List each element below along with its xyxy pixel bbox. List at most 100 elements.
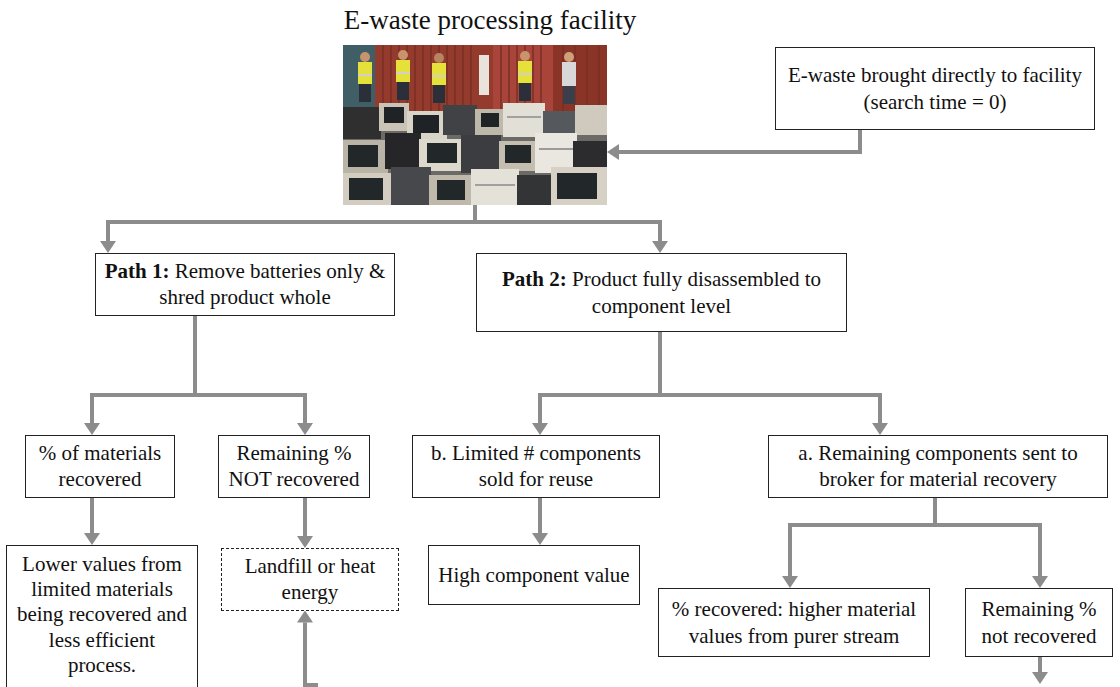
connector-stub [305, 623, 318, 686]
box-text: % recovered: higher material values from… [672, 597, 916, 647]
photo-detail [564, 52, 574, 62]
flow-arrow [303, 498, 307, 537]
photo-detail [343, 140, 388, 175]
process-box: Path 2:Product fully disassembled to com… [476, 253, 847, 332]
text-wrap: E-waste brought directly to facility (se… [782, 62, 1088, 115]
photo-detail [539, 148, 573, 150]
box-text: Landfill or heat energy [245, 554, 376, 604]
box-text: Remaining % not recovered [982, 597, 1097, 647]
process-box: High component value [428, 545, 640, 605]
photo-detail [479, 55, 489, 95]
box-text: % of materials recovered [39, 441, 161, 491]
photo-detail [433, 85, 445, 103]
process-box: % of materials recovered [25, 435, 175, 498]
photo-detail [551, 167, 607, 205]
photo-detail [384, 107, 404, 123]
photo-detail [503, 103, 545, 137]
photo-detail [343, 45, 607, 205]
box-text: High component value [438, 563, 629, 587]
text-wrap: Path 1:Remove batteries only & shred pro… [102, 258, 388, 311]
photo-detail [481, 113, 499, 127]
photo-detail [427, 143, 457, 163]
text-wrap: Remaining % NOT recovered [225, 440, 363, 493]
photo-detail [562, 62, 576, 86]
box-text: Remaining % NOT recovered [229, 441, 360, 491]
photo-detail [398, 50, 408, 60]
photo-detail [518, 61, 532, 83]
photo-detail [396, 72, 410, 74]
box-text: Remove batteries only & shred product wh… [159, 259, 385, 309]
photo-detail [507, 116, 541, 118]
path-heading: Path 2: [502, 267, 567, 291]
photo-detail [499, 141, 537, 171]
box-text: E-waste brought directly to facility (se… [788, 63, 1082, 113]
photo-detail [419, 139, 465, 171]
photo-detail [396, 60, 410, 82]
flow-arrow [538, 498, 542, 534]
photo-detail [358, 50, 576, 104]
flow-arrow [90, 498, 94, 534]
text-wrap: Path 2:Product fully disassembled to com… [483, 266, 840, 319]
text-wrap: Remaining % not recovered [972, 596, 1106, 649]
photo-detail [437, 180, 465, 200]
facility-photo [343, 45, 607, 205]
text-wrap: Landfill or heat energy [228, 553, 392, 606]
box-text: Lower values from limited materials bein… [17, 552, 187, 677]
text-wrap: a. Remaining components sent to broker f… [775, 440, 1101, 493]
photo-detail [343, 103, 607, 205]
photo-detail [563, 86, 575, 104]
photo-detail [432, 75, 446, 77]
titled-photo-node: E-waste processing facility [320, 4, 660, 205]
photo-detail [517, 175, 553, 205]
flow-arrow [92, 316, 195, 424]
photo-detail [434, 53, 444, 63]
text-wrap: Lower values from limited materials bein… [13, 552, 191, 678]
photo-detail [343, 107, 381, 139]
process-box: Remaining % not recovered [965, 588, 1113, 657]
photo-detail [471, 169, 519, 205]
process-box: a. Remaining components sent to broker f… [768, 435, 1108, 498]
photo-detail [519, 83, 531, 101]
flow-arrow [540, 332, 660, 423]
flow-arrow [108, 205, 475, 241]
flow-arrow [660, 332, 880, 423]
flow-arrow [195, 316, 305, 424]
connector-group [92, 130, 1040, 576]
box-text: b. Limited # components sold for reuse [431, 441, 641, 491]
photo-detail [358, 74, 372, 76]
text-wrap: E-waste processing facility [320, 4, 660, 38]
photo-detail [557, 173, 597, 199]
photo-detail [413, 115, 439, 133]
connector-stub [1038, 657, 1042, 672]
box-text: Product fully disassembled to component … [572, 267, 821, 317]
process-box: Remaining % NOT recovered [218, 435, 370, 498]
text-wrap: High component value [435, 562, 633, 588]
photo-detail [379, 103, 409, 131]
photo-detail [475, 184, 515, 186]
flow-arrow [475, 205, 660, 241]
flow-arrow [619, 130, 860, 152]
photo-detail [443, 105, 477, 135]
photo-detail [429, 175, 473, 205]
process-box: % recovered: higher material values from… [658, 588, 930, 657]
photo-detail [385, 133, 421, 169]
photo-frame [343, 45, 607, 205]
process-box: Landfill or heat energy [221, 548, 399, 611]
path-heading: Path 1: [105, 259, 170, 283]
photo-detail [397, 82, 409, 100]
flow-arrow [790, 498, 935, 577]
process-box: E-waste brought directly to facility (se… [775, 47, 1095, 130]
photo-detail [343, 173, 393, 205]
photo-detail [475, 109, 505, 135]
text-wrap: % of materials recovered [32, 440, 168, 493]
box-text: a. Remaining components sent to broker f… [798, 441, 1077, 491]
photo-detail [358, 62, 372, 84]
process-box: Lower values from limited materials bein… [6, 545, 198, 687]
photo-detail [359, 84, 371, 102]
title-text: E-waste processing facility [344, 5, 636, 35]
photo-detail [349, 178, 383, 200]
photo-detail [575, 105, 607, 135]
photo-detail [432, 63, 446, 85]
photo-detail [520, 51, 530, 61]
